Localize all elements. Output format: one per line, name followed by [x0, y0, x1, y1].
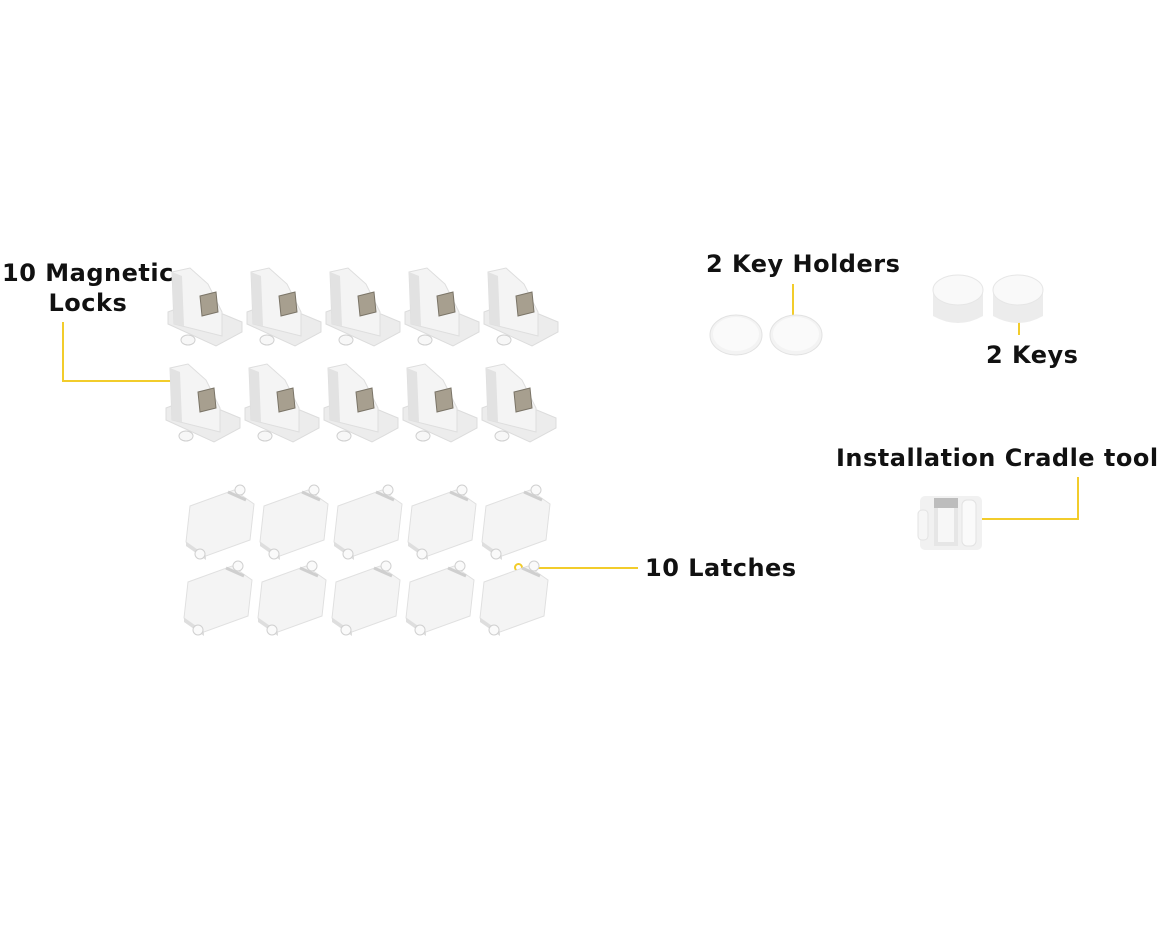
latch — [474, 558, 556, 640]
magnetic-lock — [158, 362, 244, 454]
latch — [400, 558, 482, 640]
cradle-tool-callout-horizontal — [962, 518, 1079, 520]
latch — [328, 482, 410, 564]
magnetic-lock — [395, 362, 481, 454]
key — [990, 272, 1046, 332]
magnetic-lock — [397, 266, 483, 358]
latch — [326, 558, 408, 640]
latch — [254, 482, 336, 564]
latch — [178, 558, 260, 640]
latch — [402, 482, 484, 564]
magnetic-lock — [239, 266, 325, 358]
magnetic-lock — [474, 362, 560, 454]
magnetic-locks-label: 10 Magnetic Locks — [2, 258, 174, 318]
magnetic-lock — [318, 266, 404, 358]
magnetic-locks-label-line2: Locks — [48, 289, 128, 317]
latch — [180, 482, 262, 564]
key-holder — [708, 313, 764, 357]
keys-label: 2 Keys — [986, 341, 1079, 369]
magnetic-locks-label-line1: 10 Magnetic — [2, 259, 174, 287]
latches-callout — [522, 567, 638, 569]
key — [930, 272, 986, 332]
installation-cradle-tool — [916, 490, 986, 554]
magnetic-lock — [316, 362, 402, 454]
cradle-tool-callout-vertical — [1077, 477, 1079, 519]
key-holder — [768, 313, 824, 357]
magnetic-lock — [160, 266, 246, 358]
latches-label: 10 Latches — [645, 554, 797, 582]
key-holders-callout — [792, 284, 794, 326]
key-holders-label: 2 Key Holders — [706, 250, 901, 278]
latch — [252, 558, 334, 640]
magnetic-lock — [476, 266, 562, 358]
magnetic-locks-callout-horizontal — [62, 380, 174, 382]
latch — [476, 482, 558, 564]
magnetic-lock — [237, 362, 323, 454]
cradle-tool-label: Installation Cradle tool — [836, 444, 1159, 472]
magnetic-locks-callout-vertical — [62, 322, 64, 382]
